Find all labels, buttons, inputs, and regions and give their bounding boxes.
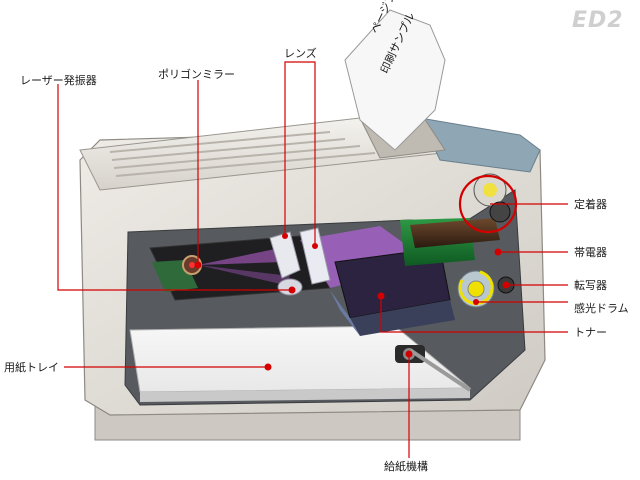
label-fuser: 定着器 bbox=[574, 198, 607, 211]
leader-lines bbox=[57, 61, 568, 458]
printed-paper bbox=[344, 9, 446, 151]
label-toner: トナー bbox=[574, 326, 607, 339]
leader-dots bbox=[194, 233, 510, 371]
laser-beam bbox=[198, 248, 283, 265]
ed2-logo: ED2 bbox=[572, 8, 624, 33]
label-laser: レーザー発振器 bbox=[20, 74, 97, 87]
label-drum: 感光ドラム bbox=[574, 302, 629, 315]
rear-panel bbox=[419, 117, 541, 173]
lens-2 bbox=[299, 227, 331, 285]
label-tray: 用紙トレイ bbox=[4, 361, 59, 374]
label-charger: 帯電器 bbox=[574, 246, 607, 259]
label-lens: レンズ bbox=[284, 47, 317, 60]
label-feed: 給紙機構 bbox=[384, 460, 428, 473]
fuser-highlight bbox=[458, 174, 518, 234]
top-vents bbox=[109, 131, 376, 177]
label-polygon-mirror: ポリゴンミラー bbox=[158, 68, 235, 81]
label-transfer: 転写器 bbox=[574, 279, 607, 292]
